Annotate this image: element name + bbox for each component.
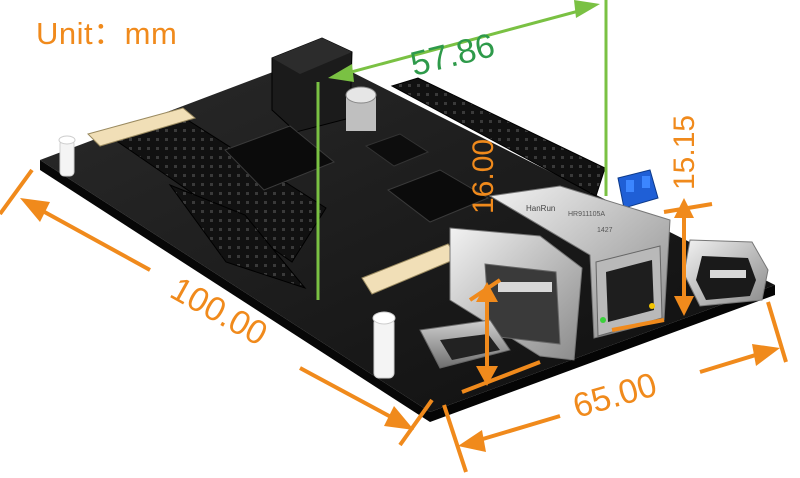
standoff-left — [58, 135, 76, 177]
usb-port — [449, 227, 583, 361]
memory-chip — [386, 169, 490, 223]
rj45-code: 1427 — [597, 227, 613, 234]
dimension-16 — [461, 278, 541, 394]
cpu-chip — [224, 125, 335, 191]
jumper-block — [617, 169, 659, 209]
dimension-15-label: 15.15 — [668, 115, 701, 190]
dimension-15 — [611, 198, 713, 332]
ffc-connector-top — [87, 107, 197, 147]
dimension-57 — [316, 0, 608, 300]
dimension-65-label: 65.00 — [569, 366, 661, 426]
dimension-100 — [0, 168, 434, 447]
ic-chip — [364, 133, 430, 167]
pin-header-front — [168, 183, 307, 290]
ethernet-port: HanRun HR911105A 1427 — [488, 185, 671, 339]
capacitor — [345, 86, 377, 131]
standoff-front — [372, 311, 396, 379]
rj45-part: HR911105A — [568, 211, 605, 218]
dimension-57-label: 57.86 — [407, 26, 499, 83]
hdmi-port — [683, 239, 769, 307]
dimension-16-label: 16.00 — [467, 139, 500, 214]
unit-label: Unit：mm — [36, 16, 178, 51]
dimension-65 — [442, 301, 788, 473]
dc-power-jack — [271, 37, 353, 133]
rj45-brand: HanRun — [526, 204, 555, 213]
